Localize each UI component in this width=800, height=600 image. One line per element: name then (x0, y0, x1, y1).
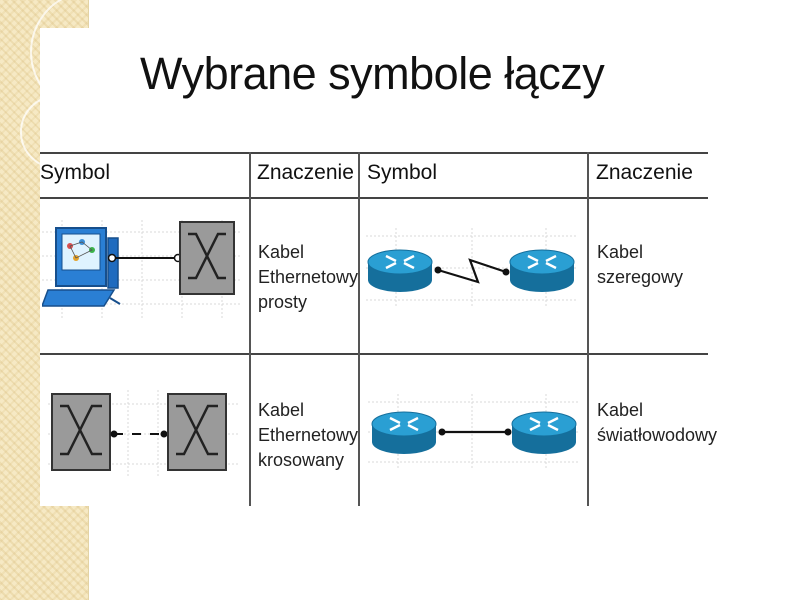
switch-crossover-cable-symbol (48, 390, 238, 478)
router-serial-link-symbol (366, 228, 578, 308)
router-icon (511, 411, 577, 454)
table-rule (40, 152, 708, 154)
column-divider (249, 152, 251, 506)
header-meaning: Znaczenie (257, 161, 354, 184)
switch-icon (179, 221, 235, 295)
router-icon (367, 249, 433, 292)
header-symbol: Symbol (40, 161, 111, 184)
symbols-table: Symbol Znaczenie Symbol Znaczenie (40, 152, 717, 506)
meaning-crossover-cable: Kabel Ethernetowy krosowany (258, 400, 359, 470)
meaning-straight-cable: Kabel Ethernetowy prosty (258, 242, 359, 312)
table-rule (40, 353, 708, 355)
switch-icon (51, 393, 111, 471)
router-icon (509, 249, 575, 292)
column-divider (358, 152, 360, 506)
meaning-fiber-cable: Kabel światłowodowy (597, 400, 718, 445)
meaning-serial-cable: Kabel szeregowy (597, 242, 684, 287)
router-fiber-link-symbol (368, 394, 578, 470)
switch-icon (167, 393, 227, 471)
column-divider (587, 152, 589, 506)
pc-switch-straight-cable-symbol (42, 220, 242, 320)
crossover-cable-line (110, 430, 168, 438)
header-symbol: Symbol (367, 161, 438, 184)
header-meaning: Znaczenie (596, 161, 693, 184)
slide-title: Wybrane symbole łączy (140, 48, 605, 99)
pc-icon (42, 227, 121, 307)
fiber-cable-line (438, 428, 512, 436)
table-rule (40, 197, 708, 199)
serial-cable-line (434, 258, 510, 284)
router-icon (371, 411, 437, 454)
